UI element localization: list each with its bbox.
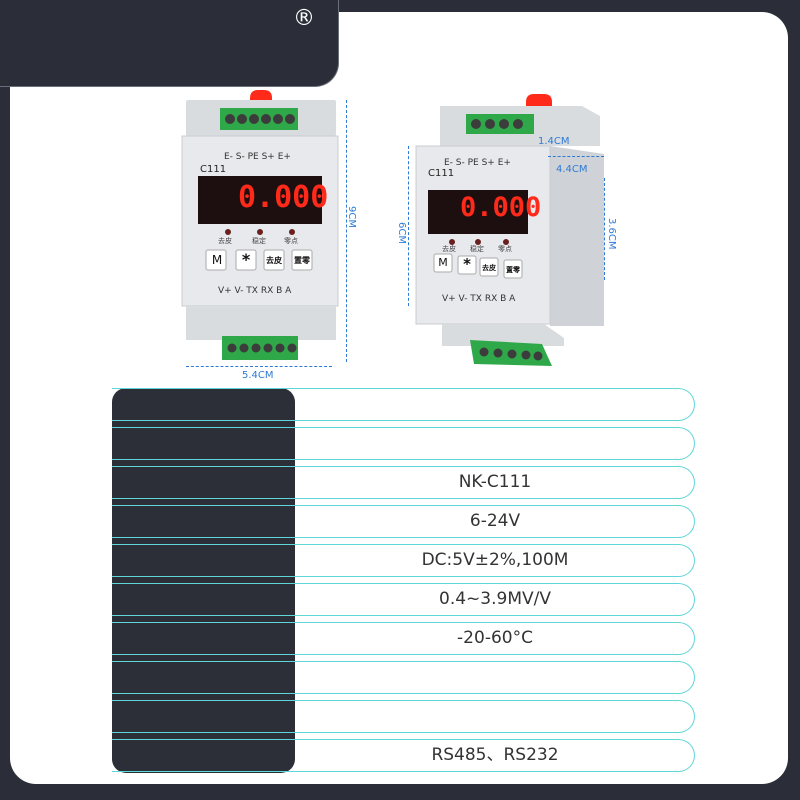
spec-value-sensitivity: 0.4~3.9MV/V	[439, 589, 551, 609]
spec-value	[295, 427, 695, 460]
spec-value-supply-voltage: 6-24V	[469, 511, 521, 531]
corner-tab: ®	[0, 0, 339, 87]
spec-row	[112, 739, 695, 772]
led-readout: 0.000	[238, 180, 329, 215]
spec-value-temperature: -20-60°C	[457, 628, 533, 648]
spec-value	[295, 700, 695, 733]
spec-row	[112, 700, 695, 733]
device-side-view: E- S- PE S+ E+ C111 0.000 去皮 稳定 零点 M * 去…	[414, 94, 610, 374]
indicator-label: 稳定	[470, 245, 484, 253]
bottom-terminal-labels: V+ V- TX RX B A	[442, 294, 516, 304]
model-label: C111	[200, 164, 227, 175]
star-button[interactable]: *	[463, 255, 471, 273]
front-width-dim-line	[186, 366, 332, 367]
tare-button[interactable]: 去皮	[482, 264, 496, 272]
spec-value-interface: RS485、RS232	[431, 745, 559, 765]
spec-value	[295, 661, 695, 694]
indicator-label: 零点	[498, 245, 512, 253]
bottom-terminal-labels: V+ V- TX RX B A	[218, 286, 292, 296]
spec-row	[112, 544, 695, 577]
zero-button[interactable]: 置零	[506, 266, 520, 274]
spec-row	[112, 427, 695, 460]
side-height-dim: 6CM	[396, 222, 407, 244]
top-terminal-labels: E- S- PE S+ E+	[224, 152, 291, 162]
model-label: C111	[428, 168, 455, 179]
side-short-height-dim-line	[604, 178, 605, 280]
indicator-label: 去皮	[442, 245, 456, 253]
zero-button[interactable]: 置零	[294, 256, 310, 265]
spec-row	[112, 466, 695, 499]
spec-row	[112, 583, 695, 616]
spec-value	[295, 388, 695, 421]
registered-mark: ®	[293, 6, 315, 31]
indicator-label: 稳定	[252, 237, 266, 245]
side-depth-dim: 4.4CM	[556, 164, 588, 175]
front-height-dim: 9CM	[346, 206, 357, 228]
spec-value-model: NK-C111	[458, 472, 532, 492]
side-depth-dim-line	[548, 156, 604, 157]
spec-row	[112, 661, 695, 694]
star-button[interactable]: *	[241, 250, 251, 269]
spec-value-excitation: DC:5V±2%,100M	[421, 550, 569, 570]
side-height-dim-line	[408, 146, 409, 306]
side-short-height-dim: 3.6CM	[606, 218, 617, 250]
m-button[interactable]: M	[438, 256, 448, 269]
spec-row	[112, 505, 695, 538]
spec-row	[112, 388, 695, 421]
front-height-dim-line	[346, 100, 347, 362]
device-front-view: E- S- PE S+ E+ C111 0.000 去皮 稳定 零点 M * 去…	[180, 88, 340, 360]
spec-label-column	[112, 388, 295, 773]
spec-row	[112, 622, 695, 655]
led-readout: 0.000	[460, 192, 542, 223]
m-button[interactable]: M	[211, 253, 223, 267]
indicator-label: 去皮	[218, 237, 232, 245]
top-terminal-labels: E- S- PE S+ E+	[444, 158, 511, 168]
front-width-dim: 5.4CM	[242, 370, 274, 381]
side-depth-top-dim: 1.4CM	[538, 136, 570, 147]
indicator-label: 零点	[284, 237, 298, 245]
tare-button[interactable]: 去皮	[266, 256, 282, 265]
